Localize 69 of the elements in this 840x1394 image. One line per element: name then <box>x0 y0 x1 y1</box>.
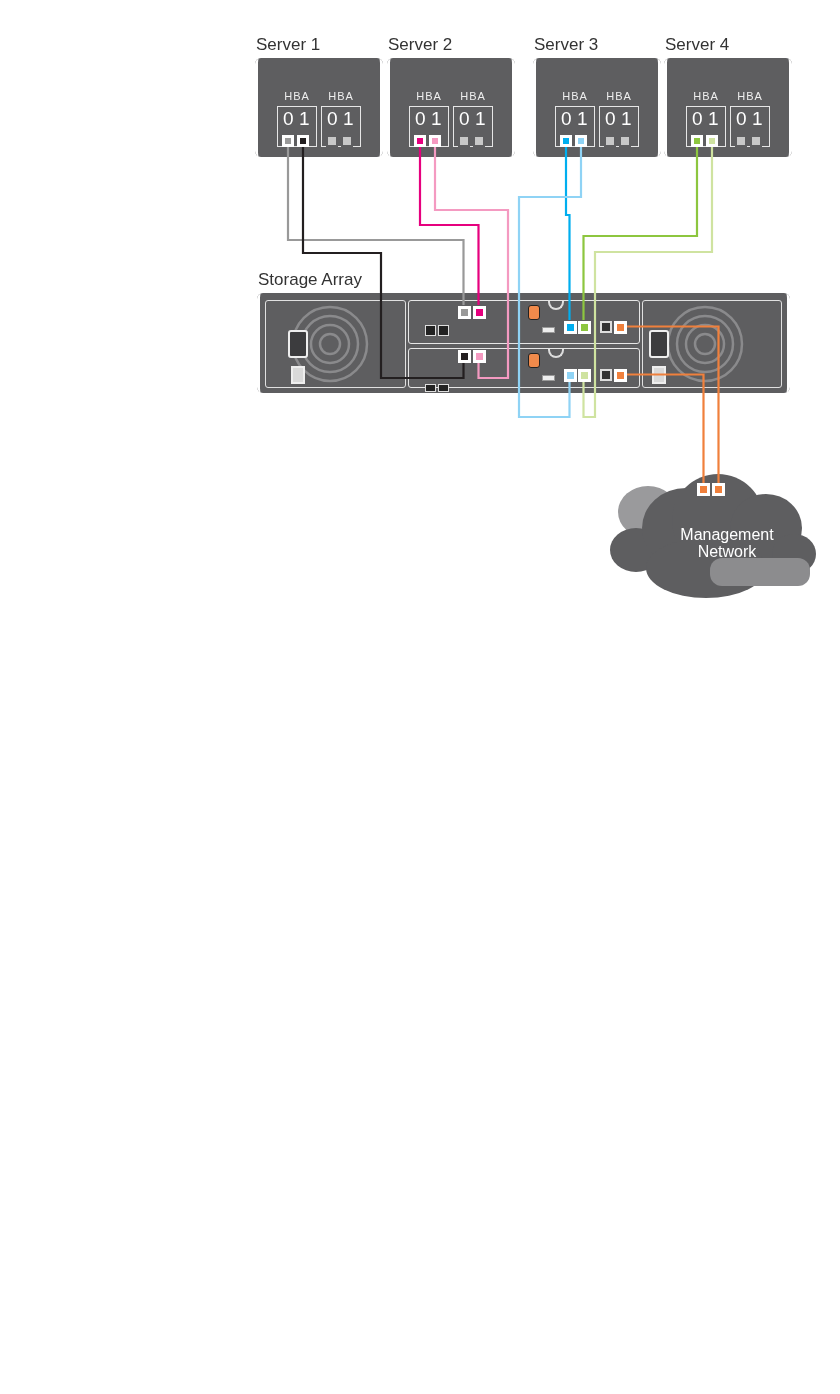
port <box>473 350 486 363</box>
port-number: 0 <box>327 108 338 130</box>
storage-array-label: Storage Array <box>258 270 362 290</box>
cable <box>418 147 480 305</box>
cable <box>433 147 510 380</box>
cloud-label: Management Network <box>679 526 775 560</box>
port-number: 0 <box>459 108 470 130</box>
port-number: 0 <box>736 108 747 130</box>
port-number: 0 <box>283 108 294 130</box>
port <box>614 369 627 382</box>
port <box>706 135 718 147</box>
port-number: 1 <box>752 108 763 130</box>
port-number: 1 <box>299 108 310 130</box>
cable <box>517 147 583 419</box>
cable <box>582 147 714 419</box>
port <box>750 135 762 147</box>
port-number: 1 <box>343 108 354 130</box>
cable <box>582 147 699 320</box>
port <box>604 135 616 147</box>
port <box>575 135 587 147</box>
port <box>614 321 627 334</box>
port <box>697 483 710 496</box>
port-number: 1 <box>577 108 588 130</box>
cable <box>564 147 571 320</box>
port <box>619 135 631 147</box>
port <box>414 135 426 147</box>
hba-label: HBA <box>415 90 443 102</box>
port <box>560 135 572 147</box>
hba-label: HBA <box>561 90 589 102</box>
port <box>341 135 353 147</box>
port <box>458 135 470 147</box>
port-number: 1 <box>621 108 632 130</box>
server-label: Server 4 <box>665 35 730 55</box>
cable <box>626 373 705 483</box>
cable <box>286 147 465 305</box>
port <box>578 369 591 382</box>
port <box>735 135 747 147</box>
port <box>712 483 725 496</box>
port <box>429 135 441 147</box>
hba-label: HBA <box>692 90 720 102</box>
port-number: 0 <box>561 108 572 130</box>
port <box>473 306 486 319</box>
port <box>458 350 471 363</box>
port-number: 1 <box>431 108 442 130</box>
port-number: 1 <box>708 108 719 130</box>
port <box>578 321 591 334</box>
hba-label: HBA <box>283 90 311 102</box>
port <box>691 135 703 147</box>
port <box>282 135 294 147</box>
port-number: 0 <box>692 108 703 130</box>
cable <box>626 325 720 483</box>
port <box>564 321 577 334</box>
hba-label: HBA <box>327 90 355 102</box>
server-label: Server 3 <box>534 35 599 55</box>
port <box>458 306 471 319</box>
port <box>297 135 309 147</box>
controller-module <box>408 300 640 344</box>
port <box>326 135 338 147</box>
server-label: Server 2 <box>388 35 453 55</box>
port-number: 0 <box>605 108 616 130</box>
hba-label: HBA <box>605 90 633 102</box>
hba-label: HBA <box>736 90 764 102</box>
port <box>473 135 485 147</box>
server-label: Server 1 <box>256 35 321 55</box>
port <box>564 369 577 382</box>
port-number: 1 <box>475 108 486 130</box>
hba-label: HBA <box>459 90 487 102</box>
cable <box>301 147 465 380</box>
port-number: 0 <box>415 108 426 130</box>
